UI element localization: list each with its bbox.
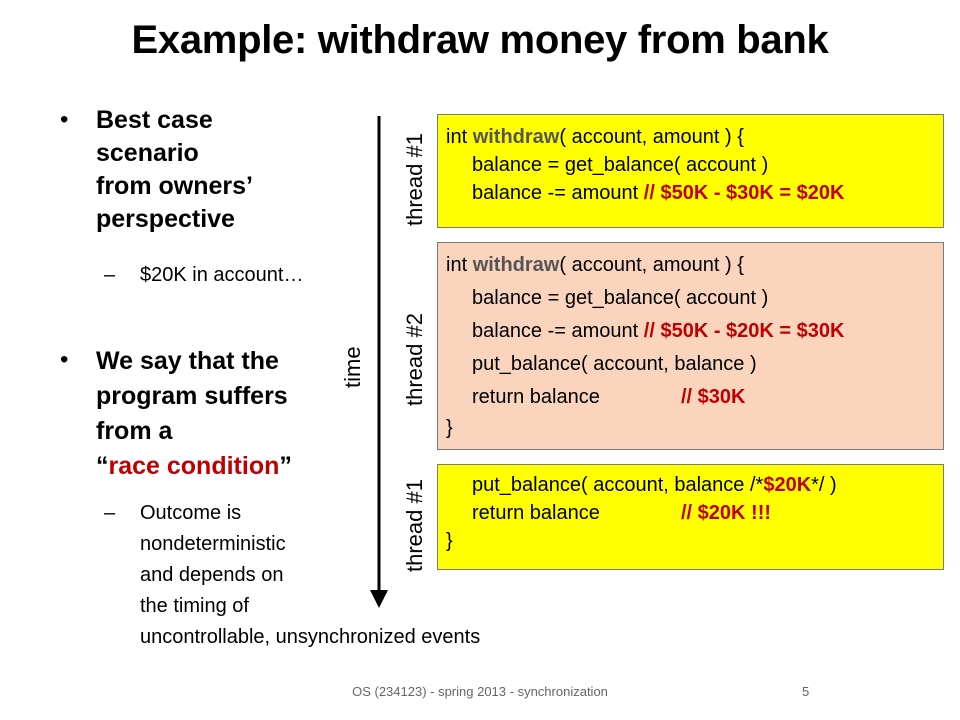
bullet-best-case: • Best case scenario from owners’ perspe… xyxy=(60,104,253,236)
code-line: return balance // $20K !!! xyxy=(446,499,935,527)
close-quote: ” xyxy=(279,452,292,480)
code-line: balance -= amount // $50K - $30K = $20K xyxy=(446,179,935,207)
code-keyword: int xyxy=(446,126,473,148)
bullet-race-condition: • We say that the program suffers from a… xyxy=(60,344,292,484)
code-text: balance -= amount xyxy=(472,320,644,342)
code-comment: $20K xyxy=(763,474,812,496)
sub-bullet-dash: – xyxy=(104,502,116,524)
code-text: return balance xyxy=(472,386,600,408)
sub-bullet-dash: – xyxy=(104,264,116,286)
sub-bullet-outcome: – Outcome is nondeterministic and depend… xyxy=(104,498,480,653)
open-quote: “ xyxy=(96,452,109,480)
slide-title: Example: withdraw money from bank xyxy=(131,18,829,62)
code-line: int withdraw( account, amount ) { xyxy=(446,251,935,279)
time-arrow xyxy=(370,116,388,608)
slide-footer: OS (234123) - spring 2013 - synchronizat… xyxy=(352,684,608,699)
function-name: withdraw xyxy=(472,126,560,148)
code-line: balance = get_balance( account ) xyxy=(472,154,769,176)
sub-bullet-text-line: uncontrollable, unsynchronized events xyxy=(140,626,481,648)
code-line: } xyxy=(446,417,453,439)
code-text: balance -= amount xyxy=(472,182,644,204)
bullet-text-line: from a xyxy=(96,417,173,445)
bullet-text-line: Best case xyxy=(96,106,213,134)
code-text: put_balance( account, balance /* xyxy=(472,474,764,496)
code-keyword: int xyxy=(446,254,473,276)
code-text: ( account, amount ) { xyxy=(559,126,744,148)
race-condition-term: race condition xyxy=(108,452,280,480)
thread1b-label: thread #1 xyxy=(402,479,427,572)
bullet-dot: • xyxy=(60,106,69,133)
bullet-text-line: program suffers xyxy=(96,382,288,410)
thread1-label: thread #1 xyxy=(402,133,427,226)
code-line: int withdraw( account, amount ) { xyxy=(446,123,935,151)
bullet-text-line: perspective xyxy=(96,205,235,233)
code-line: } xyxy=(446,530,453,552)
function-name: withdraw xyxy=(472,254,560,276)
code-line: balance -= amount // $50K - $20K = $30K xyxy=(446,317,935,345)
code-line: return balance // $30K xyxy=(446,383,935,411)
code-line: put_balance( account, balance ) xyxy=(472,353,757,375)
bullet-text-line: We say that the xyxy=(96,347,279,375)
thread2-label: thread #2 xyxy=(402,313,427,406)
code-text: ( account, amount ) { xyxy=(559,254,744,276)
sub-bullet-20k: – $20K in account… xyxy=(104,264,303,287)
thread1-continued-code-box: put_balance( account, balance /*$20K*/ )… xyxy=(437,464,944,570)
code-text: return balance xyxy=(472,502,600,524)
sub-bullet-text-line: the timing of xyxy=(140,595,249,617)
code-comment: // $30K xyxy=(681,386,746,408)
code-comment: // $50K - $20K = $30K xyxy=(643,320,845,342)
code-comment: // $20K !!! xyxy=(681,502,772,524)
code-comment: // $50K - $30K = $20K xyxy=(643,182,845,204)
code-line: put_balance( account, balance /*$20K*/ ) xyxy=(446,471,935,499)
bullet-dot: • xyxy=(60,346,69,373)
sub-bullet-text-line: nondeterministic xyxy=(140,533,286,555)
code-line: balance = get_balance( account ) xyxy=(472,287,769,309)
sub-bullet-text-line: and depends on xyxy=(140,564,284,586)
thread2-code-box: int withdraw( account, amount ) { balanc… xyxy=(437,242,944,450)
bullet-text-line: from owners’ xyxy=(96,172,253,200)
time-label: time xyxy=(340,346,365,388)
sub-bullet-text-line: Outcome is xyxy=(140,502,242,524)
code-text: */ ) xyxy=(811,474,837,496)
thread1-code-box: int withdraw( account, amount ) { balanc… xyxy=(437,114,944,228)
bullet-text-line: scenario xyxy=(96,139,199,167)
sub-bullet-text: $20K in account… xyxy=(140,264,304,286)
bullet-text-line: “race condition” xyxy=(96,449,292,484)
page-number: 5 xyxy=(802,684,810,699)
